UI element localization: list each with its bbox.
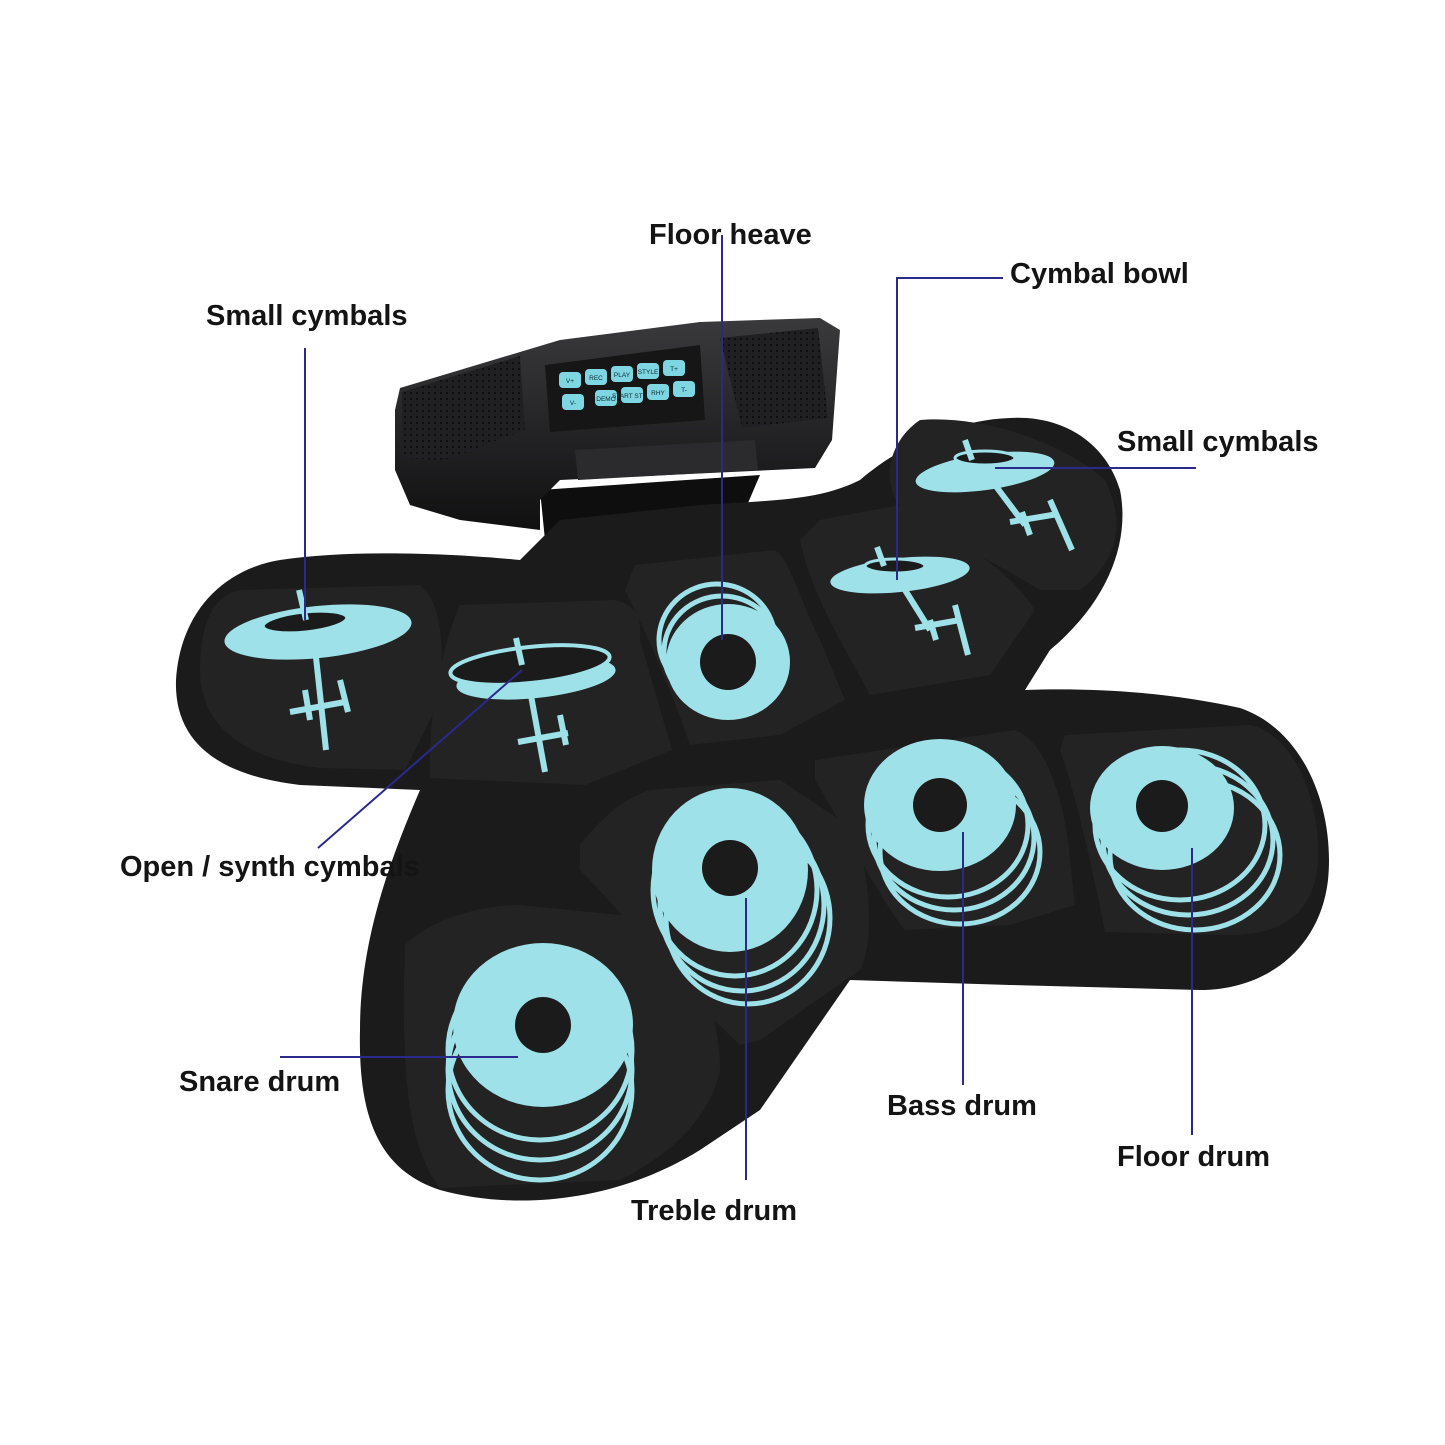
button-v-minus[interactable]: V- [562, 394, 584, 410]
label-floor-heave: Floor heave [649, 219, 812, 251]
label-small-cymbals-right: Small cymbals [1117, 426, 1319, 458]
button-rhy[interactable]: RHY [647, 384, 669, 400]
label-floor-drum: Floor drum [1117, 1141, 1271, 1173]
button-start-stop[interactable]: START STOP [612, 387, 652, 403]
button-label: STYLE [638, 369, 659, 376]
button-style[interactable]: STYLE [637, 363, 659, 379]
speaker-right [720, 328, 828, 428]
speaker-left [402, 356, 525, 460]
label-open-synth-cymbals: Open / synth cymbals [120, 851, 420, 883]
button-label: RHY [651, 390, 665, 397]
button-play[interactable]: PLAY [611, 366, 633, 382]
control-buttons: V+ REC PLAY STYLE T+ V- DEMO START STOP … [559, 360, 695, 410]
button-t-minus[interactable]: T- [673, 381, 695, 397]
button-label: REC [589, 375, 603, 382]
button-label: PLAY [614, 372, 631, 379]
cymbal-icon-right [915, 439, 1075, 552]
label-snare-drum: Snare drum [179, 1066, 341, 1098]
button-label: V+ [566, 378, 574, 385]
label-treble-drum: Treble drum [631, 1195, 797, 1227]
drum-icon-treble [650, 788, 833, 1007]
label-cymbal-bowl: Cymbal bowl [1010, 258, 1189, 290]
leader-lines [280, 235, 1196, 1180]
cymbal-icon-bowl [830, 545, 971, 656]
drum-icon-floor [1090, 746, 1283, 933]
label-small-cymbals-left: Small cymbals [206, 300, 408, 332]
drum-icon-floor-heave [656, 581, 790, 720]
leader-cymbal-bowl [896, 277, 1003, 580]
button-label: T- [681, 387, 687, 394]
cymbal-icon-open-synth [448, 637, 616, 773]
button-demo[interactable]: DEMO [595, 390, 617, 406]
button-label: DEMO [596, 396, 616, 403]
button-rec[interactable]: REC [585, 369, 607, 385]
button-label: START STOP [612, 393, 652, 400]
label-bass-drum: Bass drum [887, 1090, 1037, 1122]
drum-icon-snare [445, 943, 635, 1183]
button-t-plus[interactable]: T+ [663, 360, 685, 376]
drum-icon-bass [864, 739, 1043, 927]
button-v-plus[interactable]: V+ [559, 372, 581, 388]
button-label: T+ [670, 366, 678, 373]
button-label: V- [570, 400, 576, 407]
leader-open-synth-cymbals [317, 669, 523, 849]
